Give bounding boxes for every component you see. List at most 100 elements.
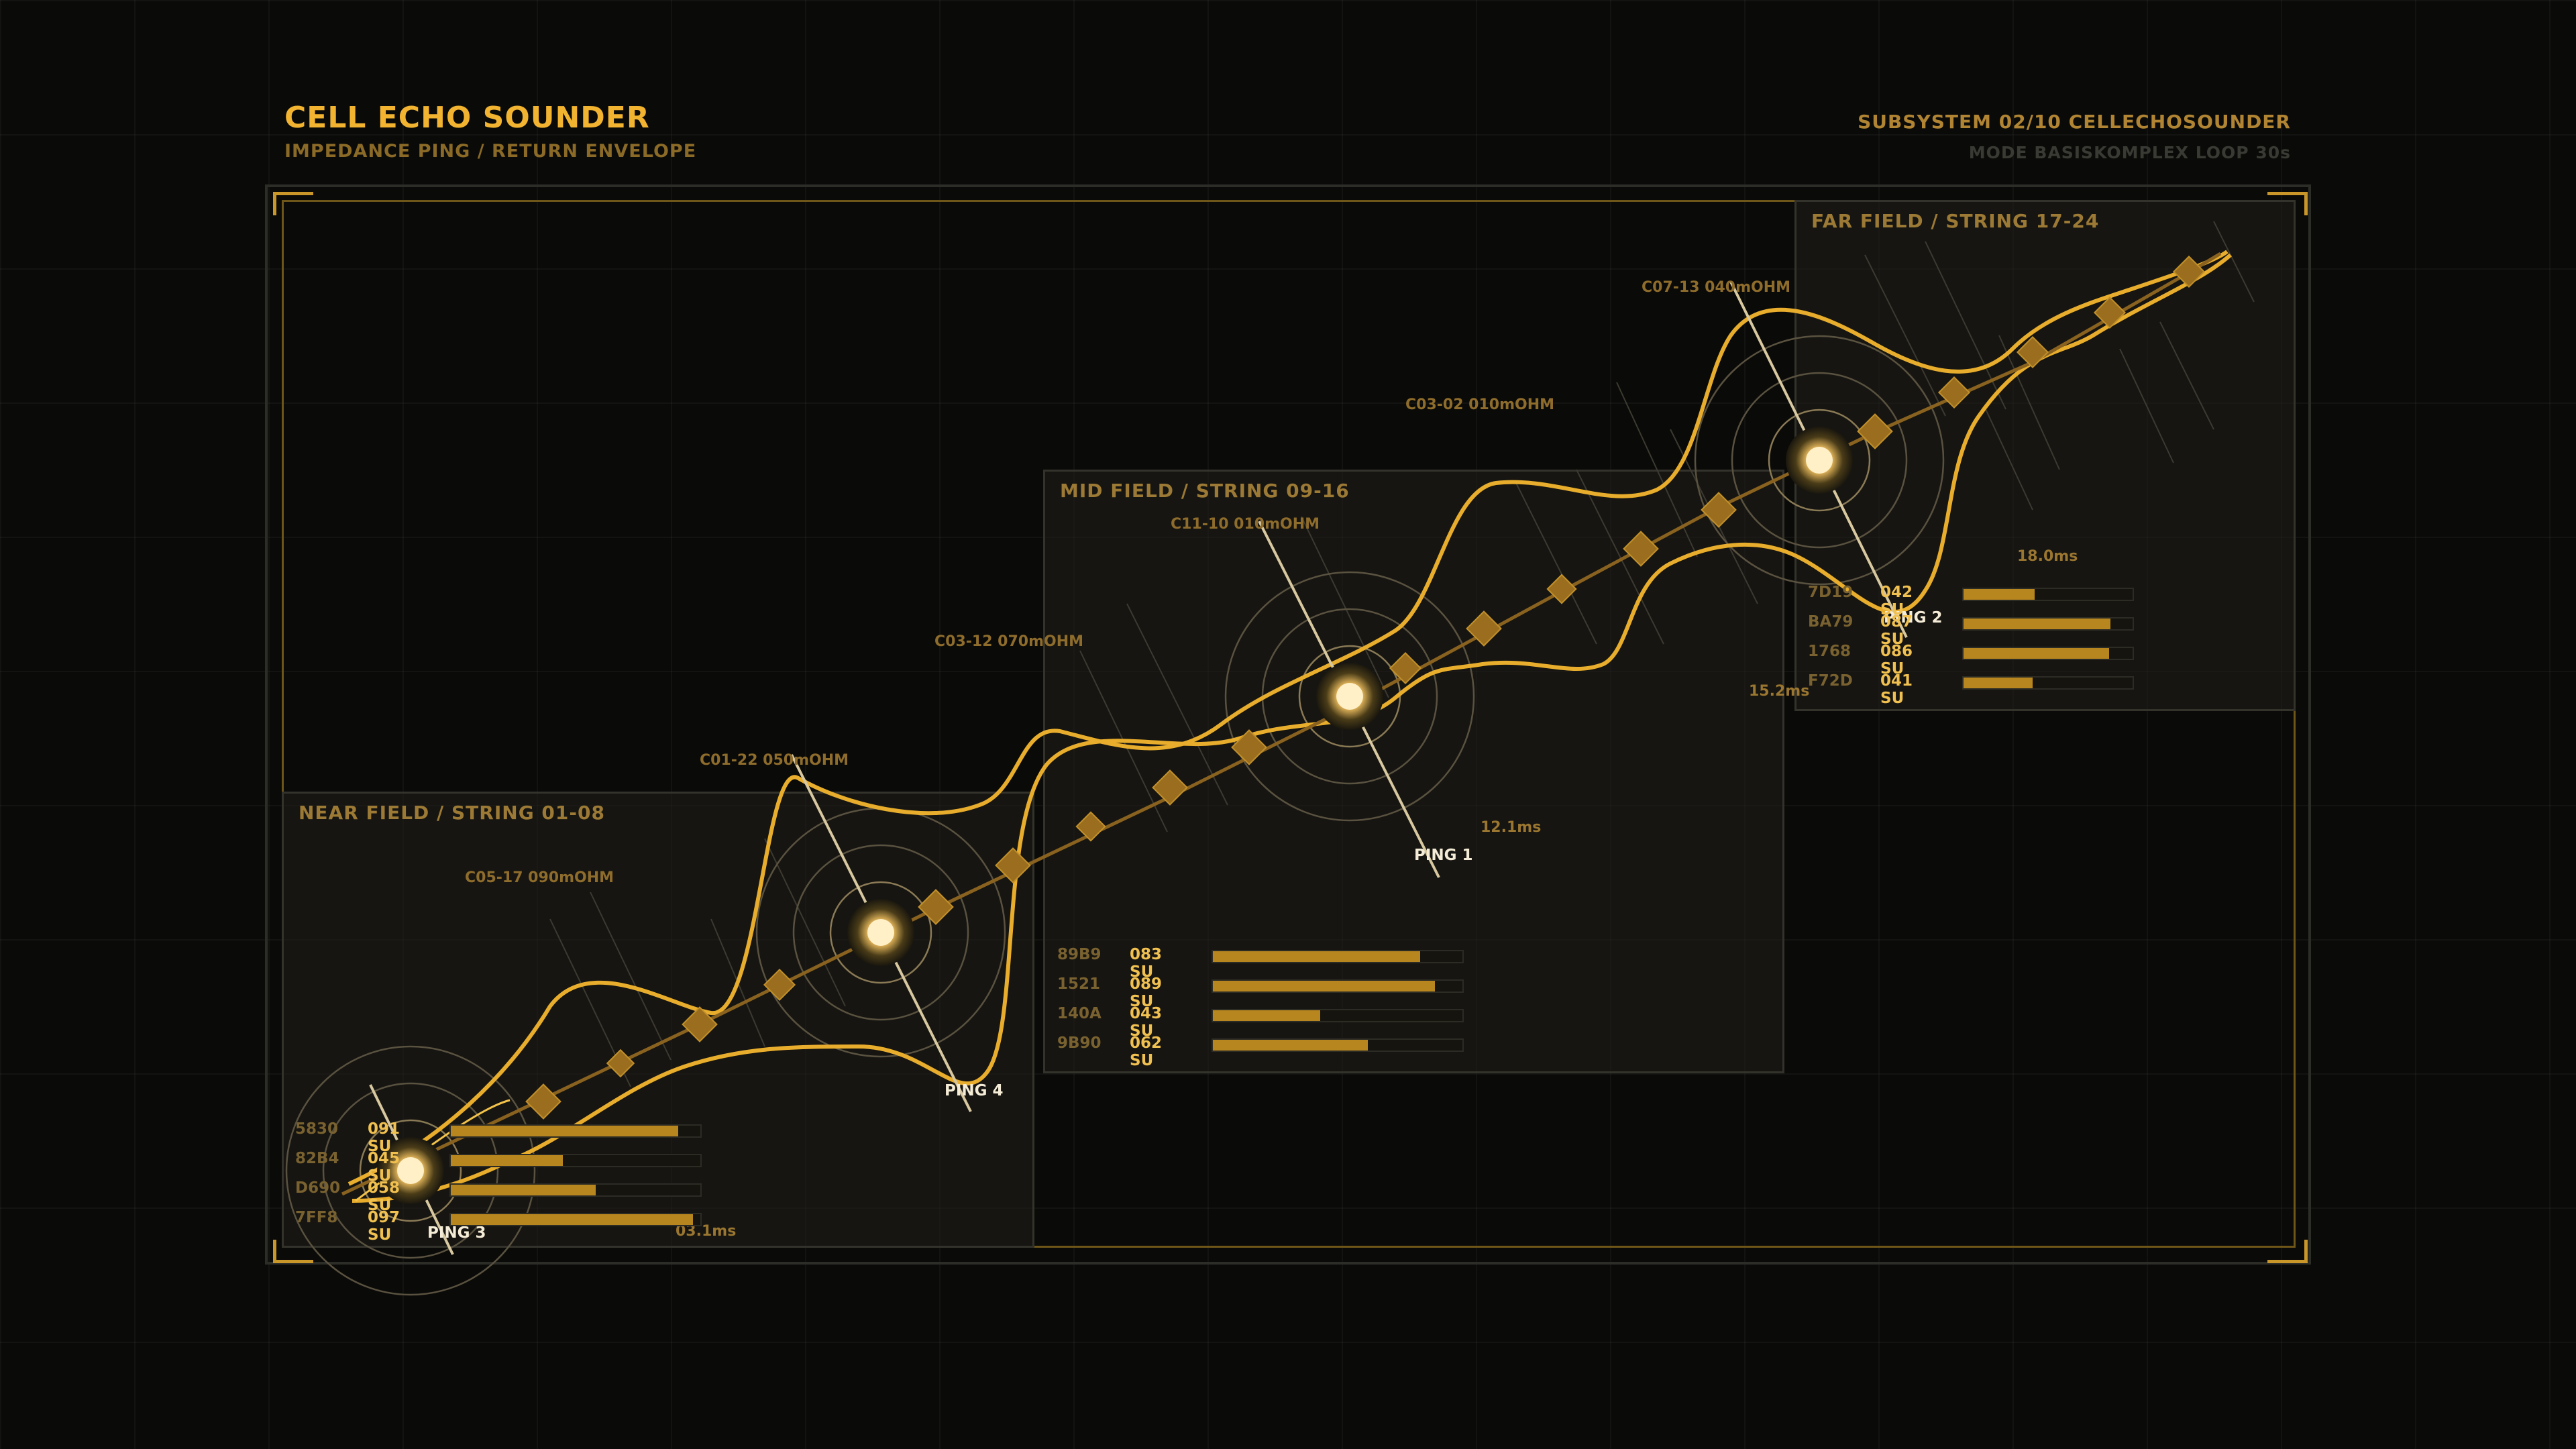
cell-label-c11-10: C11-10 010mOHM: [1171, 516, 1320, 533]
envelope-lower: [352, 253, 2232, 1203]
level-bar-fill: [1213, 951, 1420, 962]
row-id: 9B90: [1057, 1034, 1102, 1052]
level-bar-track: [449, 1213, 702, 1226]
row-value: 091 SU: [368, 1120, 400, 1155]
cell-label-c01-22: C01-22 050mOHM: [700, 752, 849, 769]
cell-marker: [1152, 769, 1188, 806]
cell-marker: [995, 847, 1031, 883]
far-field-title: FAR FIELD / STRING 17-24: [1811, 210, 2100, 232]
level-bar-track: [1962, 588, 2134, 601]
level-bar-track: [449, 1124, 702, 1138]
ping-cores: [377, 427, 1853, 1204]
row-id: F72D: [1808, 672, 1853, 690]
ping-label-1: PING 1: [1414, 847, 1473, 864]
row-value: 062 SU: [1130, 1034, 1163, 1069]
far-field-panel: FAR FIELD / STRING 17-24: [1794, 200, 2296, 711]
ping-label-4: PING 4: [945, 1082, 1004, 1099]
cell-marker: [1546, 574, 1577, 604]
level-bar-fill: [451, 1214, 693, 1225]
cell-label-c03-02: C03-02 010mOHM: [1405, 396, 1554, 413]
level-bar-track: [1212, 979, 1464, 993]
cell-marker: [1623, 531, 1659, 567]
level-bar-track: [1962, 647, 2134, 660]
level-bar-fill: [1213, 1040, 1368, 1051]
cell-marker: [2172, 255, 2206, 288]
level-bar-fill: [1964, 648, 2109, 659]
level-bar-fill: [451, 1155, 564, 1166]
corner-bracket-tr: [2267, 192, 2308, 215]
cell-marker: [1937, 376, 1971, 409]
cell-marker: [1075, 811, 1106, 842]
cell-marker: [918, 889, 954, 925]
ping-rings: [285, 335, 1945, 1296]
row-value: 087 SU: [1880, 613, 1913, 648]
level-bar-fill: [1964, 678, 2033, 688]
level-bar-fill: [1964, 589, 2035, 600]
row-id: D690: [295, 1179, 341, 1197]
near-field-title: NEAR FIELD / STRING 01-08: [299, 802, 605, 824]
level-bar-fill: [1964, 619, 2111, 629]
timing-label-2: 12.1ms: [1481, 819, 1541, 836]
corner-bracket-tl: [273, 192, 313, 215]
timing-label-3: 15.2ms: [1749, 683, 1809, 700]
row-value: 089 SU: [1130, 975, 1163, 1010]
level-bar-fill: [1213, 1010, 1320, 1021]
cell-marker: [1701, 492, 1737, 528]
row-id: 1521: [1057, 975, 1101, 993]
ping-label-2: PING 2: [1884, 609, 1943, 627]
level-bar-track: [1962, 617, 2134, 631]
cell-label-c07-13: C07-13 040mOHM: [1642, 279, 1790, 296]
level-bar-track: [1212, 1009, 1464, 1022]
level-bar-fill: [451, 1126, 678, 1136]
row-value: 086 SU: [1880, 643, 1913, 678]
app-subtitle: IMPEDANCE PING / RETURN ENVELOPE: [284, 141, 697, 162]
row-value: 041 SU: [1880, 672, 1913, 707]
row-id: 82B4: [295, 1150, 339, 1167]
level-bar-fill: [451, 1185, 596, 1195]
ping-label-3: PING 3: [427, 1224, 486, 1242]
cell-marker: [2016, 335, 2049, 369]
cell-label-c03-12: C03-12 070mOHM: [934, 633, 1083, 650]
cell-marker: [763, 968, 796, 1002]
row-value: 043 SU: [1130, 1005, 1163, 1040]
mid-field-title: MID FIELD / STRING 09-16: [1060, 480, 1350, 502]
cell-marker: [1466, 610, 1502, 647]
level-bar-track: [449, 1154, 702, 1167]
row-value: 042 SU: [1880, 584, 1913, 619]
level-bar-fill: [1213, 981, 1436, 991]
row-id: 7FF8: [295, 1209, 338, 1226]
level-bar-track: [1212, 950, 1464, 963]
row-value: 097 SU: [368, 1209, 400, 1244]
display-frame: [265, 184, 2311, 1265]
row-id: 89B9: [1057, 946, 1102, 963]
timing-label-4: 18.0ms: [2017, 548, 2078, 565]
cell-marker: [2093, 296, 2127, 329]
mode-label: MODE BASISKOMPLEX LOOP 30s: [1968, 143, 2291, 162]
row-id: 5830: [295, 1120, 339, 1138]
row-id: 140A: [1057, 1005, 1102, 1022]
row-value: 083 SU: [1130, 946, 1163, 981]
row-value: 058 SU: [368, 1179, 400, 1214]
envelope-upper: [347, 250, 2229, 1186]
cell-markers: [525, 255, 2206, 1120]
row-id: 7D19: [1808, 584, 1854, 601]
level-bar-track: [449, 1183, 702, 1197]
level-bar-track: [1962, 676, 2134, 690]
cell-marker: [682, 1006, 718, 1042]
row-id: 1768: [1808, 643, 1851, 660]
corner-bracket-bl: [273, 1240, 313, 1263]
row-id: BA79: [1808, 613, 1854, 631]
subsystem-label: SUBSYSTEM 02/10 CELLECHOSOUNDER: [1858, 111, 2291, 133]
cell-marker: [606, 1049, 635, 1078]
cell-marker: [525, 1083, 561, 1120]
cell-marker: [1857, 413, 1893, 449]
cell-marker: [1389, 651, 1422, 685]
app-title: CELL ECHO SOUNDER: [284, 101, 650, 135]
level-bar-track: [1212, 1038, 1464, 1052]
cell-marker: [1231, 729, 1267, 765]
cell-label-c05-17: C05-17 090mOHM: [465, 869, 614, 886]
display-inner-frame: [282, 200, 2296, 1248]
signal-trace: [341, 252, 2222, 1196]
row-value: 045 SU: [368, 1150, 400, 1185]
